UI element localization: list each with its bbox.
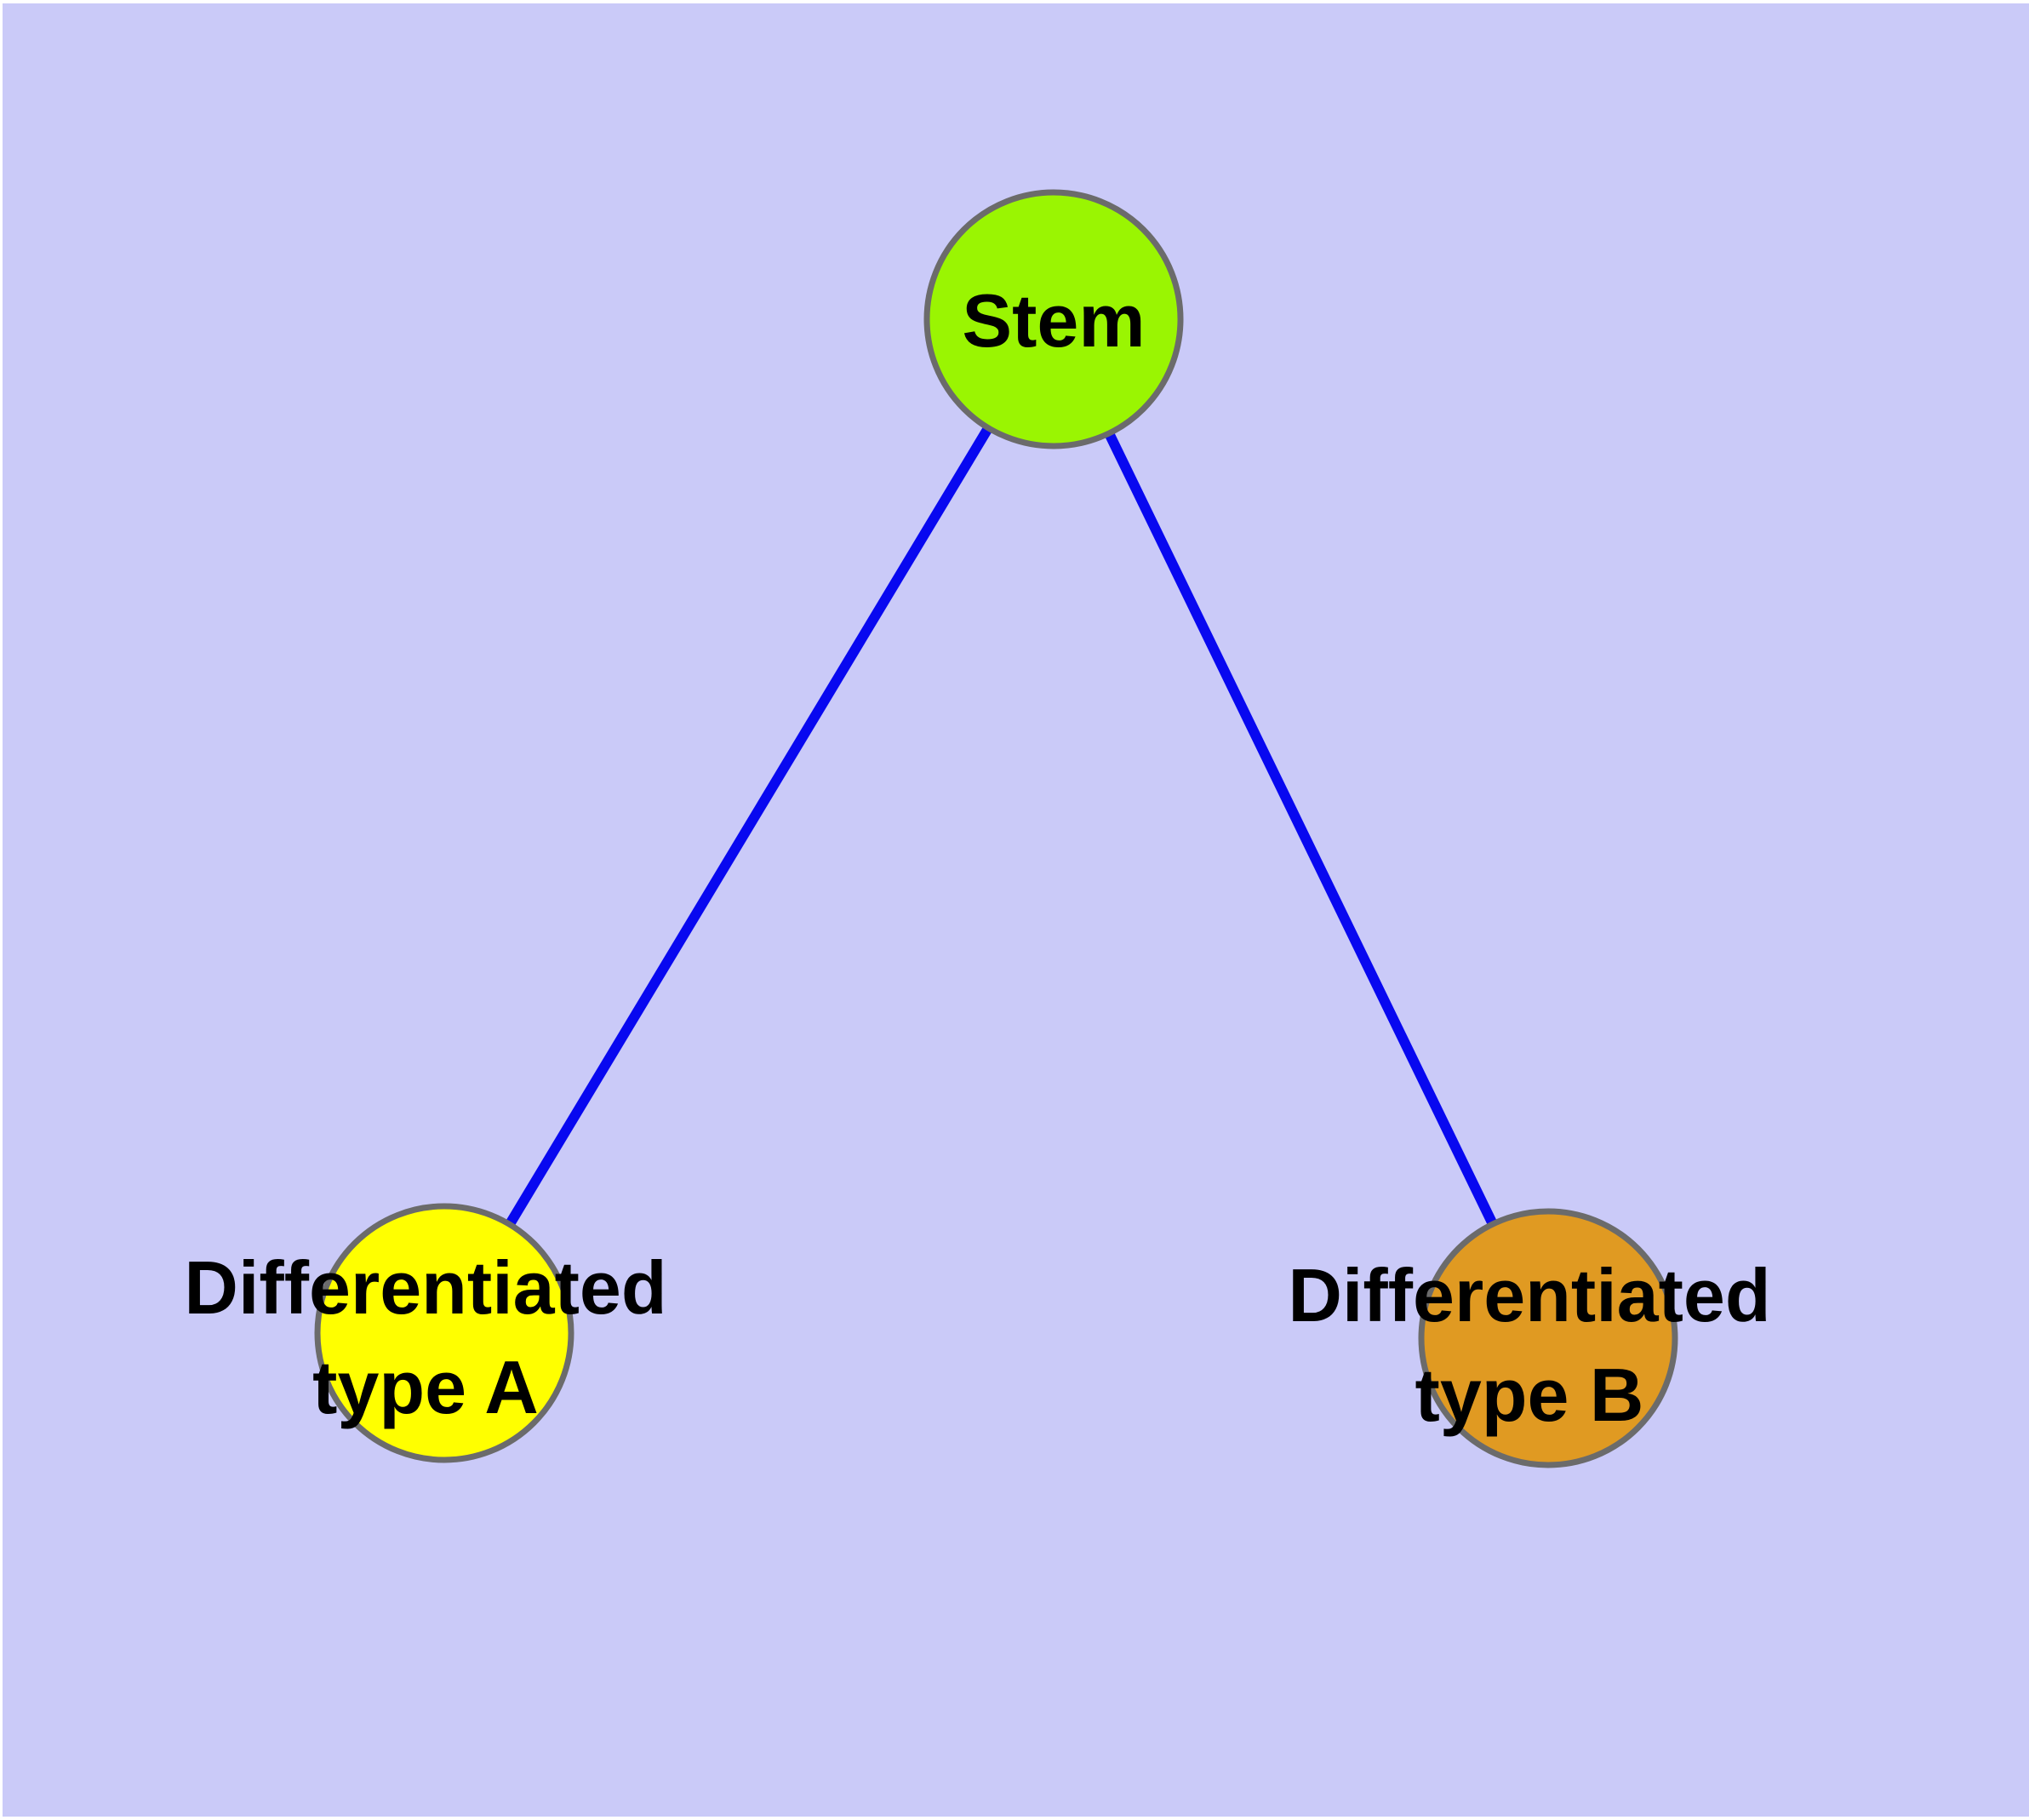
node-stem-label: Stem bbox=[962, 278, 1145, 363]
node-type-a-label-line1: Differentiated bbox=[184, 1245, 666, 1330]
node-type-a-label-line2: type A bbox=[312, 1345, 539, 1429]
frame-bottom bbox=[0, 1817, 2029, 1820]
node-type-b-label-line1: Differentiated bbox=[1288, 1253, 1770, 1337]
frame-left bbox=[0, 0, 3, 1820]
frame-top bbox=[0, 0, 2029, 3]
edge-stem-to-type-b bbox=[1049, 317, 1553, 1341]
edge-stem-to-type-a bbox=[439, 316, 1059, 1336]
node-type-a-circle bbox=[314, 1203, 574, 1463]
node-stem-circle bbox=[923, 189, 1184, 449]
node-type-b-circle bbox=[1418, 1208, 1678, 1468]
node-type-b-label-line2: type B bbox=[1415, 1353, 1644, 1437]
